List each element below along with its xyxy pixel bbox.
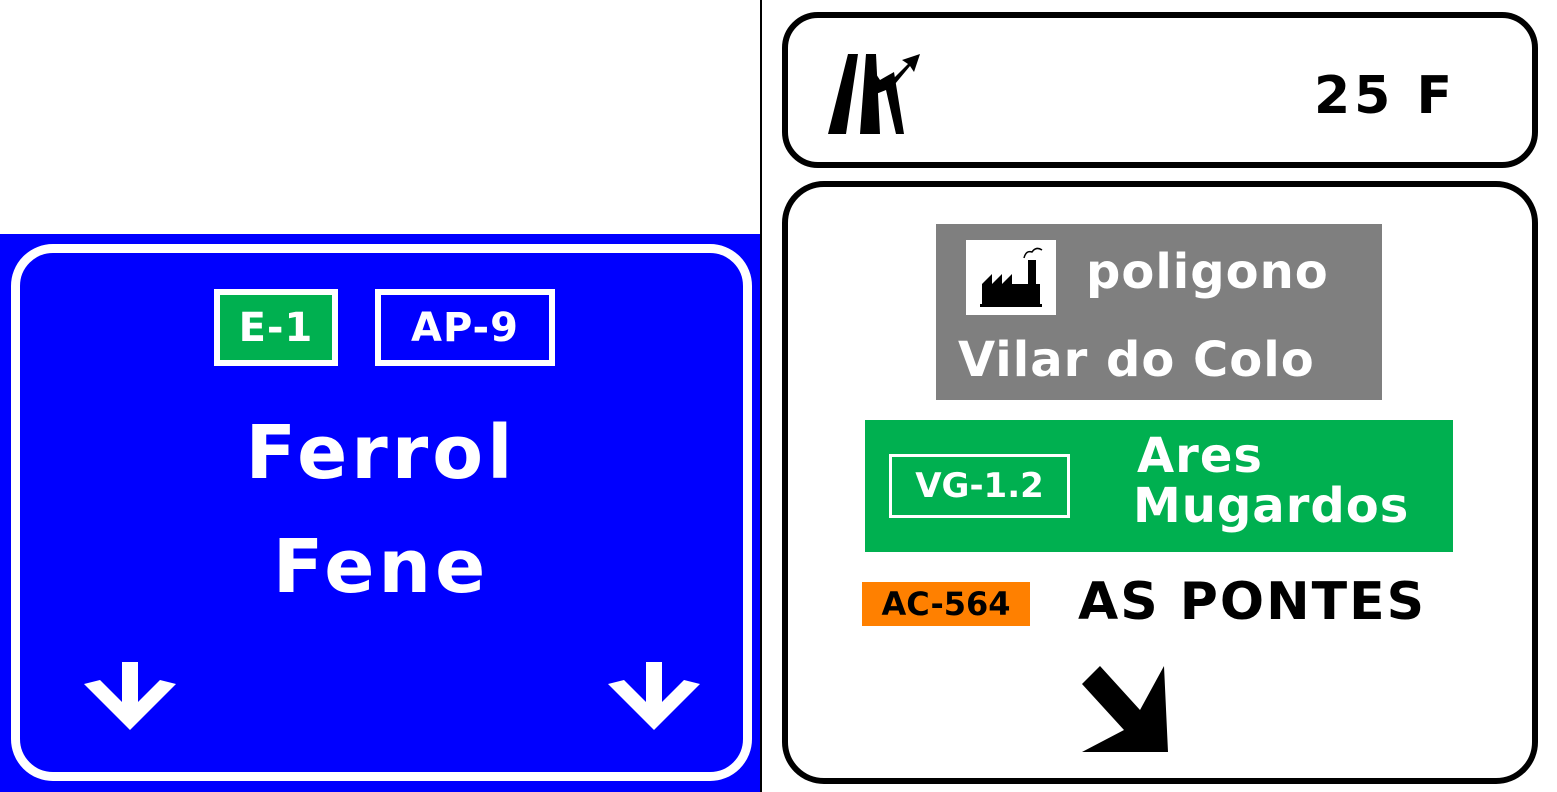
primary-route-panel: VG-1.2 Ares Mugardos	[865, 420, 1453, 552]
route-shield-label: E-1	[238, 304, 314, 351]
route-shield-e1: E-1	[214, 289, 338, 366]
motorway-exit-icon	[828, 54, 920, 134]
factory-icon	[966, 240, 1056, 315]
destination-mugardos: Mugardos	[1133, 478, 1410, 534]
destination-panel	[782, 181, 1538, 784]
industrial-area-panel: poligono Vilar do Colo	[936, 224, 1382, 400]
down-arrow-icon	[84, 662, 176, 730]
down-arrow-icon	[608, 662, 700, 730]
destination-ares: Ares	[1137, 428, 1263, 484]
route-shield-vg12: VG-1.2	[889, 454, 1070, 518]
industrial-area-name: Vilar do Colo	[958, 332, 1315, 388]
industrial-area-type: poligono	[1086, 244, 1329, 300]
exit-direction-sign: 25 F poligono Vilar do Colo VG-1.2 Ares …	[760, 0, 1557, 792]
exit-number: 25 F	[1314, 66, 1456, 126]
route-shield-ap9: AP-9	[375, 289, 555, 366]
destination-ferrol: Ferrol	[245, 410, 517, 496]
exit-number-panel	[782, 12, 1538, 168]
destination-fene: Fene	[272, 524, 490, 610]
blue-direction-sign: E-1 AP-9 Ferrol Fene	[0, 234, 762, 792]
destination-as-pontes: AS PONTES	[1078, 572, 1427, 632]
sign-border	[11, 244, 752, 781]
diagonal-down-right-arrow-icon	[1082, 666, 1168, 752]
route-shield-label: AP-9	[410, 304, 519, 351]
route-shield-ac564: AC-564	[862, 582, 1030, 626]
